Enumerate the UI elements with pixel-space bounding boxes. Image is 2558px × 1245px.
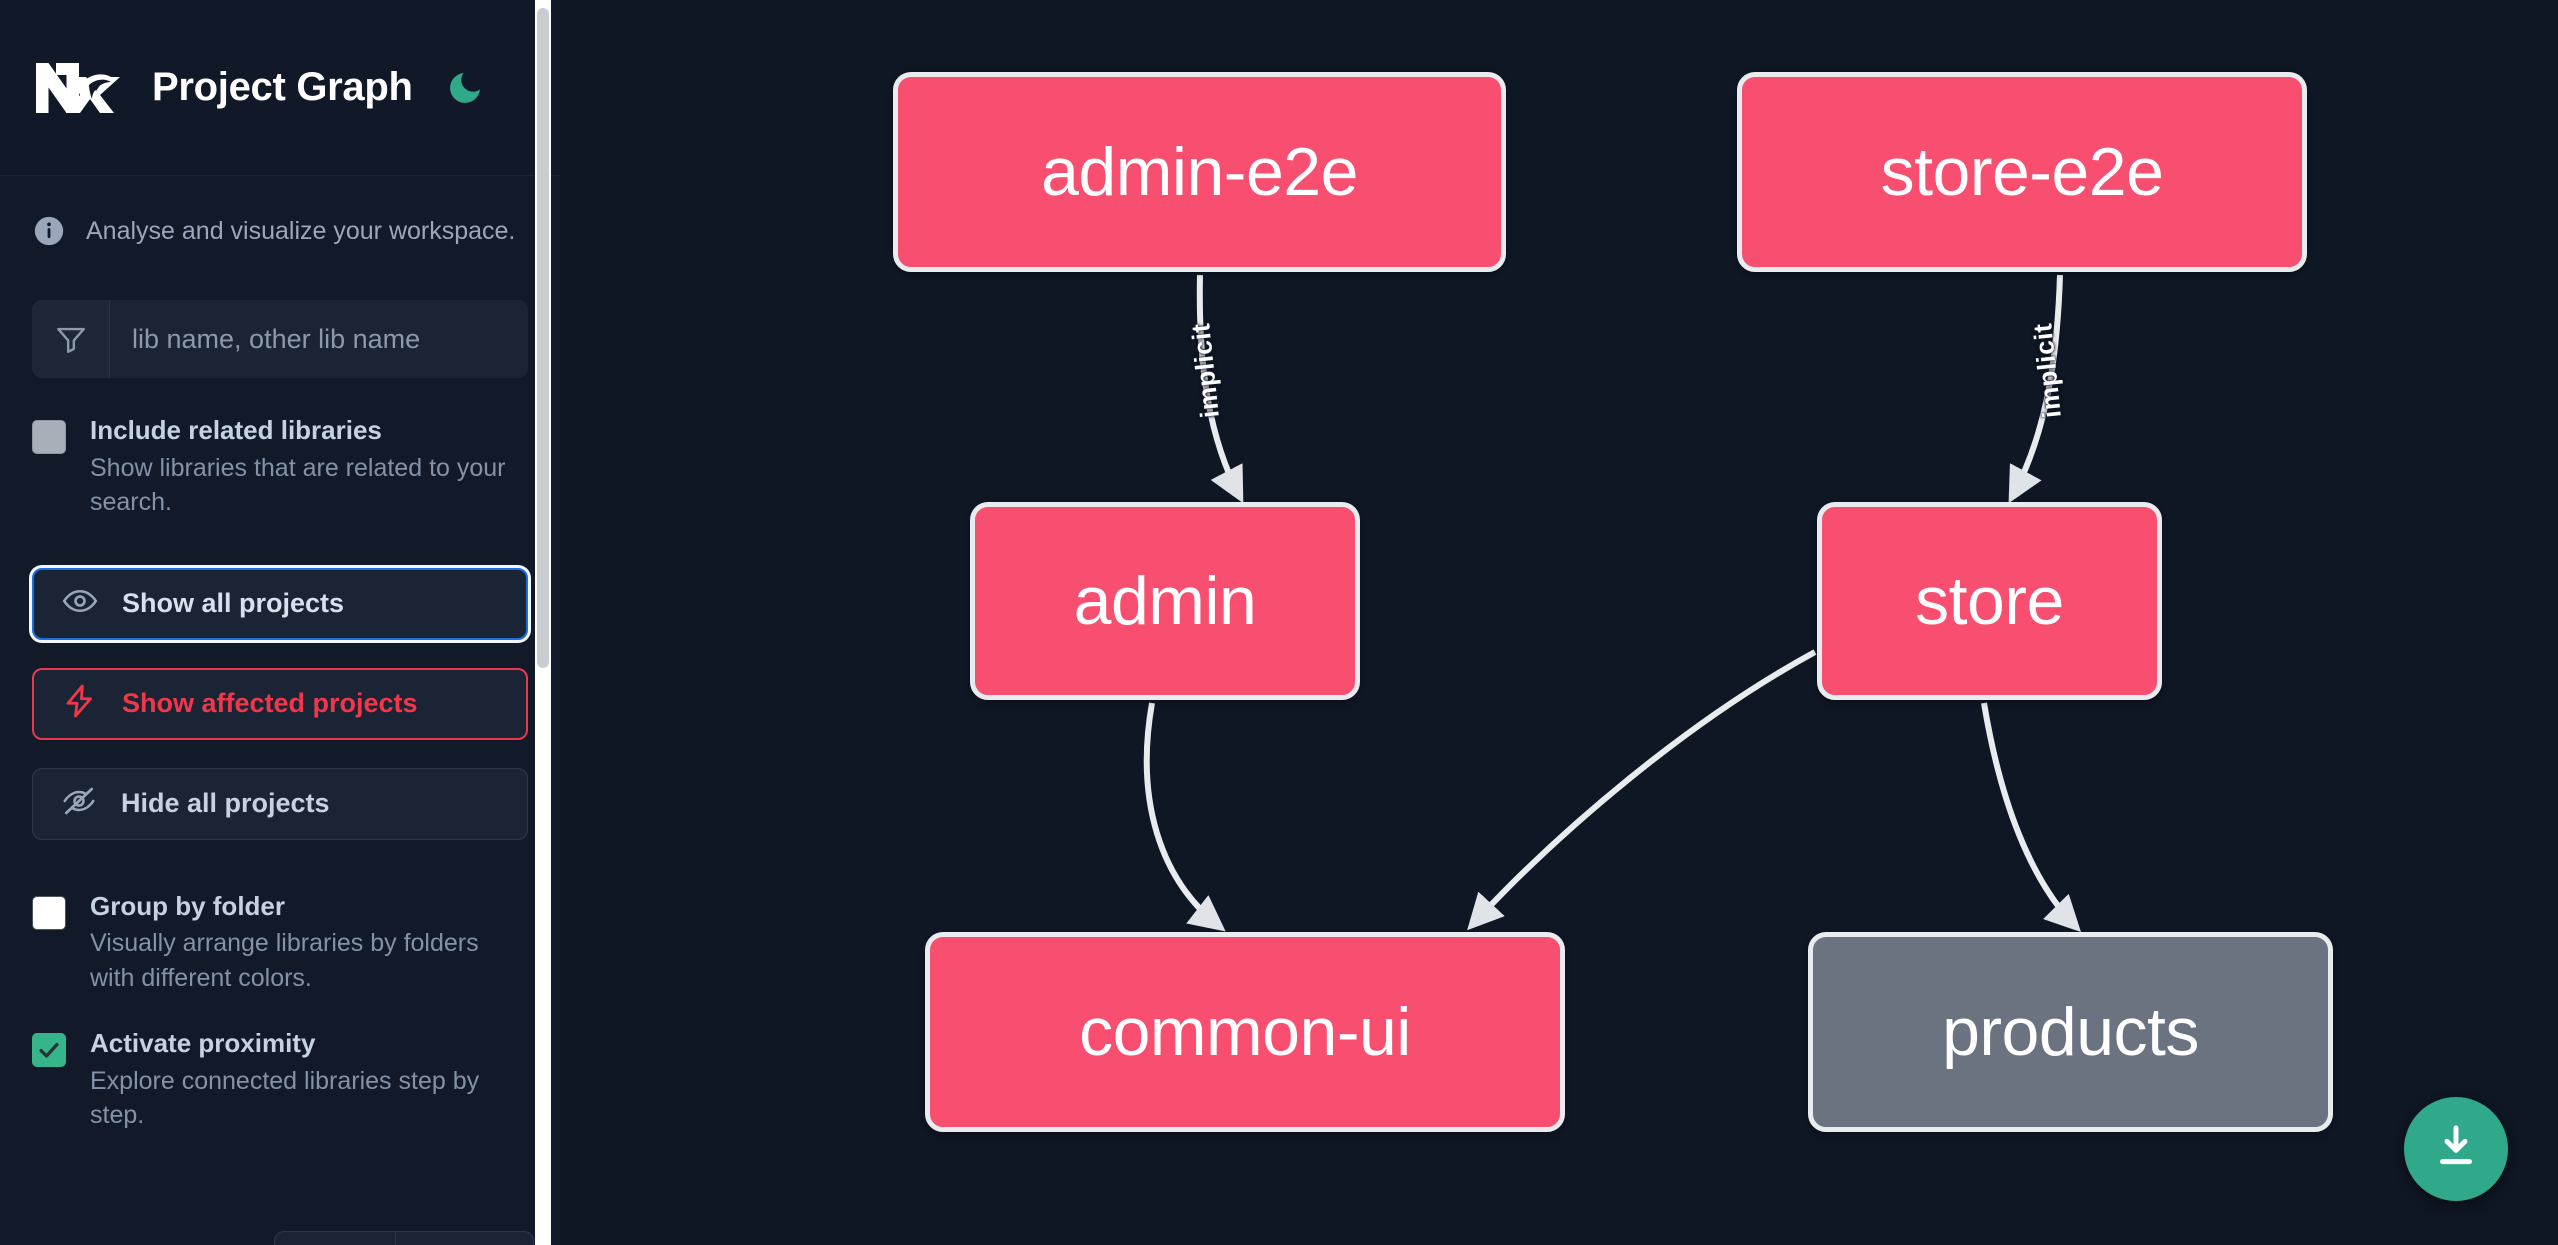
graph-node-common-ui[interactable]: common-ui (925, 932, 1565, 1132)
button-label: Hide all projects (121, 788, 330, 818)
sidebar-scrollbar-thumb[interactable] (537, 8, 549, 668)
edge-store-to-products[interactable] (1981, 702, 2082, 933)
page-title: Project Graph (152, 65, 413, 109)
graph-node-store-e2e[interactable]: store-e2e (1737, 72, 2307, 272)
checkbox-include-related-libraries[interactable]: Include related libraries Show libraries… (0, 378, 560, 520)
download-image-button[interactable] (2404, 1097, 2508, 1201)
checkbox-text: Group by folder Visually arrange librari… (90, 890, 528, 996)
node-label: products (1942, 994, 2199, 1070)
node-label: admin (1073, 563, 1257, 639)
graph-canvas[interactable]: admin-e2e store-e2e admin store common-u… (560, 0, 2558, 1245)
node-label: store (1915, 563, 2064, 639)
filter-field[interactable] (32, 300, 528, 378)
checkbox-description: Visually arrange libraries by folders wi… (90, 929, 479, 992)
node-label: admin-e2e (1041, 134, 1358, 210)
eye-icon (62, 583, 98, 624)
checkbox-description: Explore connected libraries step by step… (90, 1066, 480, 1130)
edge-admin-e2e-to-admin[interactable] (1196, 274, 1244, 504)
tagline-row: Analyse and visualize your workspace. (0, 176, 560, 248)
checkbox-text: Activate proximity Explore connected lib… (90, 1027, 528, 1133)
checkbox-label: Include related libraries (90, 415, 382, 445)
show-affected-projects-button[interactable]: Show affected projects (32, 667, 528, 740)
download-icon (2429, 1120, 2483, 1179)
checkbox-description: Show libraries that are related to your … (90, 453, 506, 517)
graph-edges-layer (1143, 274, 2082, 933)
search-input[interactable] (110, 300, 528, 378)
node-label: common-ui (1079, 994, 1411, 1070)
button-label: Show all projects (122, 588, 345, 618)
sidebar: Project Graph Analyse and visualize your… (0, 0, 560, 1245)
checkbox-group-by-folder[interactable]: Group by folder Visually arrange librari… (0, 868, 560, 996)
edge-store-to-common-ui[interactable] (1467, 649, 1817, 931)
info-icon (32, 214, 66, 248)
checkbox-input[interactable] (32, 420, 66, 454)
checkbox-activate-proximity[interactable]: Activate proximity Explore connected lib… (0, 995, 560, 1133)
checkbox-label: Activate proximity (90, 1028, 316, 1058)
graph-node-admin-e2e[interactable]: admin-e2e (893, 72, 1506, 272)
moon-icon[interactable] (443, 66, 487, 110)
graph-node-admin[interactable]: admin (970, 502, 1360, 700)
partial-control-below-fold[interactable] (274, 1231, 534, 1245)
checkbox-label: Group by folder (90, 890, 285, 921)
graph-node-products[interactable]: products (1808, 932, 2333, 1132)
eye-off-icon (61, 783, 97, 824)
checkbox-input[interactable] (32, 1033, 66, 1067)
hide-all-projects-button[interactable]: Hide all projects (32, 767, 528, 840)
graph-action-buttons: Show all projects Show affected projects (0, 520, 560, 840)
button-label: Show affected projects (122, 688, 418, 718)
edge-store-e2e-to-store[interactable] (2008, 274, 2063, 504)
graph-node-store[interactable]: store (1817, 502, 2162, 700)
checkbox-input[interactable] (32, 895, 66, 930)
nx-logo-icon (32, 59, 124, 117)
edge-admin-to-common-ui[interactable] (1143, 702, 1226, 932)
tagline-text: Analyse and visualize your workspace. (86, 216, 516, 245)
sidebar-header: Project Graph (0, 0, 560, 176)
sidebar-content: Project Graph Analyse and visualize your… (0, 0, 560, 1245)
funnel-icon (32, 300, 110, 378)
lightning-bolt-icon (62, 683, 98, 724)
show-all-projects-button[interactable]: Show all projects (32, 567, 528, 640)
checkbox-text: Include related libraries Show libraries… (90, 414, 528, 520)
node-label: store-e2e (1880, 134, 2164, 210)
